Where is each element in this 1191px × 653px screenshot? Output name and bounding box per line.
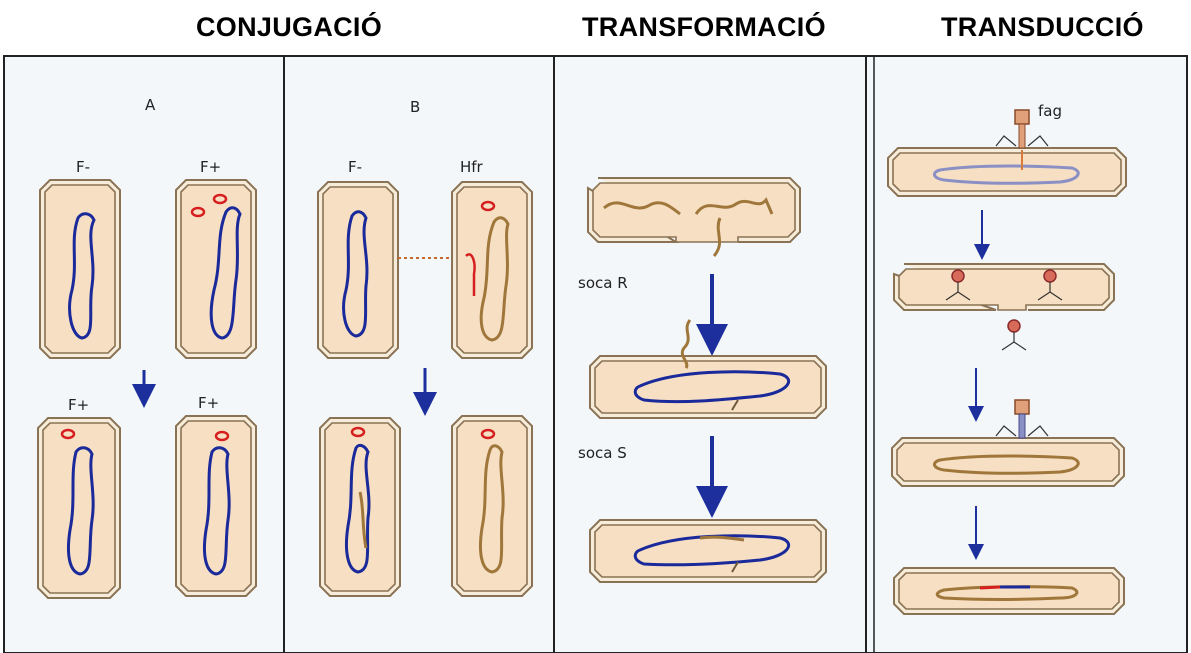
strain-s-label: soca S (578, 444, 627, 462)
panel-transformation: soca R soca S (578, 178, 826, 582)
cell-b-top-right (452, 182, 532, 358)
cell-a-top-left (40, 180, 120, 358)
cell-a-bottom-right (176, 416, 256, 596)
panel-a-title: A (145, 96, 156, 114)
cell-b-bottom-right (452, 416, 532, 596)
panel-a-label-top-left: F- (76, 158, 90, 176)
panel-b-title: B (410, 98, 420, 116)
cell-b-bottom-left (320, 418, 400, 596)
panel-a-label-bottom-left: F+ (68, 396, 89, 414)
panel-a-label-bottom-right: F+ (198, 394, 219, 412)
cell-transduced (894, 568, 1124, 614)
cell-transformed (590, 520, 826, 582)
panel-b-label-top-right: Hfr (460, 158, 484, 176)
strain-r-label: soca R (578, 274, 628, 292)
panel-a-label-top-right: F+ (200, 158, 221, 176)
panel-b-label-top-left: F- (348, 158, 362, 176)
cell-a-top-right (176, 180, 256, 358)
cell-a-bottom-left (38, 418, 120, 598)
phage-label: fag (1038, 102, 1062, 120)
